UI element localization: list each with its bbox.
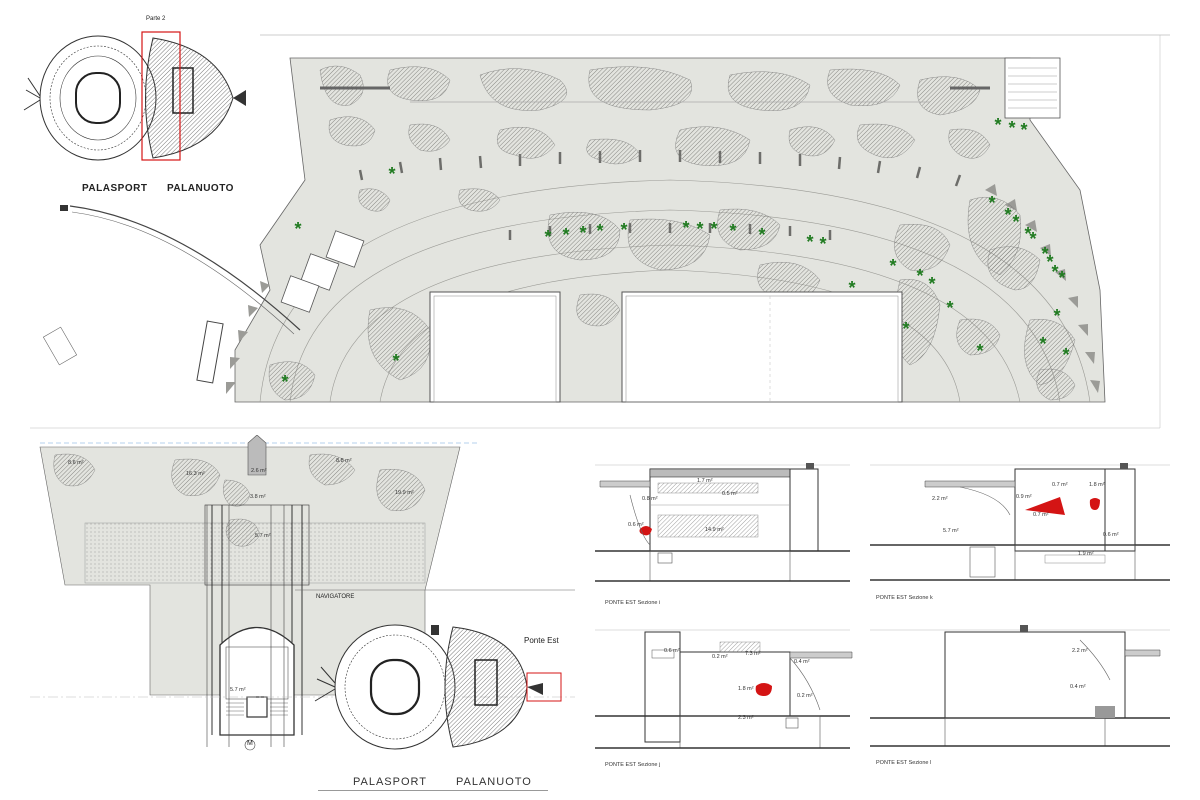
marker-asterisk: * bbox=[1012, 212, 1019, 232]
keymap-palasport-label: PALASPORT bbox=[353, 776, 428, 788]
section-k-area: 0.9 m² bbox=[1016, 494, 1032, 500]
part-2-label: Parte 2 bbox=[146, 16, 166, 22]
marker-asterisk: * bbox=[1029, 229, 1036, 249]
marker-asterisk: * bbox=[806, 232, 813, 252]
stair-tower bbox=[219, 626, 295, 736]
section-k-area: 1.8 m² bbox=[1089, 482, 1105, 488]
marker-asterisk: * bbox=[928, 274, 935, 294]
marker-asterisk: * bbox=[902, 319, 909, 339]
section-l-area: 0.4 m² bbox=[1070, 684, 1086, 690]
marker-asterisk: * bbox=[1051, 262, 1058, 282]
section-i-area: 0.8 m² bbox=[642, 496, 658, 502]
section-l bbox=[870, 625, 1170, 747]
marker-asterisk: * bbox=[579, 223, 586, 243]
marker-asterisk: * bbox=[1024, 224, 1031, 244]
section-k-area: 5.7 m² bbox=[943, 528, 959, 534]
marker-asterisk: * bbox=[729, 221, 736, 241]
section-j-area: 7.3 m² bbox=[745, 651, 761, 657]
section-k bbox=[870, 463, 1170, 581]
area-label: 16.3 m² bbox=[186, 471, 205, 477]
marker-asterisk: * bbox=[819, 234, 826, 254]
marker-asterisk: * bbox=[544, 227, 551, 247]
marker-asterisk: * bbox=[946, 298, 953, 318]
keymap-bottom bbox=[314, 624, 562, 750]
marker-asterisk: * bbox=[758, 225, 765, 245]
marker-layer: * * * * * * * * * * * * * * * * * * * * … bbox=[281, 115, 1069, 392]
section-i-area: 0.5 m² bbox=[722, 491, 738, 497]
bridge-plan bbox=[30, 435, 575, 751]
area-label: 19.9 m² bbox=[395, 490, 414, 496]
section-k-area: 1.9 m² bbox=[1078, 551, 1094, 557]
marker-asterisk: * bbox=[1039, 334, 1046, 354]
marker-asterisk: * bbox=[1020, 120, 1027, 140]
marker-asterisk: * bbox=[889, 256, 896, 276]
marker-asterisk: * bbox=[294, 219, 301, 239]
area-label: 8.8 m² bbox=[336, 458, 352, 464]
marker-asterisk: * bbox=[1062, 345, 1069, 365]
section-j-area: 0.2 m² bbox=[797, 693, 813, 699]
marker-asterisk: * bbox=[1053, 306, 1060, 326]
part-2-highlight bbox=[141, 31, 181, 161]
marker-asterisk: * bbox=[596, 221, 603, 241]
section-k-caption: PONTE EST Sezione k bbox=[876, 595, 933, 601]
ponte-est-label: Ponte Est bbox=[524, 636, 559, 645]
marker-asterisk: * bbox=[848, 278, 855, 298]
area-label: 3.8 m² bbox=[250, 494, 266, 500]
marker-asterisk: * bbox=[988, 193, 995, 213]
area-label: 2.6 m² bbox=[251, 468, 267, 474]
marker-asterisk: * bbox=[994, 115, 1001, 135]
marker-asterisk: * bbox=[1041, 244, 1048, 264]
section-j-caption: PONTE EST Sezione j bbox=[605, 762, 661, 768]
marker-asterisk: * bbox=[916, 266, 923, 286]
keymap-palanuoto-label: PALANUOTO bbox=[456, 776, 532, 788]
section-j-area: 0.2 m² bbox=[712, 654, 728, 660]
court-right bbox=[621, 291, 903, 403]
marker-asterisk: * bbox=[1004, 205, 1011, 225]
keymap-palanuoto-label: PALANUOTO bbox=[167, 183, 234, 194]
area-label: 8.6 m² bbox=[68, 460, 84, 466]
navigatore-label: NAVIGATORE bbox=[316, 594, 355, 600]
section-l-caption: PONTE EST Sezione l bbox=[876, 760, 932, 766]
court-left bbox=[429, 291, 561, 403]
section-i-caption: PONTE EST Sezione i bbox=[605, 600, 661, 606]
area-label: 5.7 m² bbox=[255, 533, 271, 539]
section-k-area: 0.7 m² bbox=[1052, 482, 1068, 488]
palanuoto-outline bbox=[145, 37, 246, 159]
palasport-outline bbox=[23, 35, 157, 161]
section-i-area: 14.9 m² bbox=[705, 527, 724, 533]
marker-asterisk: * bbox=[1058, 268, 1065, 288]
axis-label-m: M bbox=[247, 740, 253, 747]
keymap-palasport-label: PALASPORT bbox=[82, 183, 148, 194]
section-j-area: 1.8 m² bbox=[738, 686, 754, 692]
marker-asterisk: * bbox=[620, 220, 627, 240]
ponte-est-highlight bbox=[526, 672, 562, 702]
section-j-area: 0.4 m² bbox=[794, 659, 810, 665]
marker-asterisk: * bbox=[1046, 252, 1053, 272]
section-i-area: 1.7 m² bbox=[697, 478, 713, 484]
marker-asterisk: * bbox=[696, 219, 703, 239]
section-k-area: 2.2 m² bbox=[932, 496, 948, 502]
section-k-area: 0.6 m² bbox=[1103, 532, 1119, 538]
marker-asterisk: * bbox=[388, 164, 395, 184]
underline bbox=[318, 790, 548, 791]
section-j-area: 0.6 m² bbox=[664, 648, 680, 654]
section-k-area: 0.7 m² bbox=[1033, 512, 1049, 518]
section-j bbox=[595, 629, 853, 749]
area-label: 5.7 m² bbox=[230, 687, 246, 693]
marker-asterisk: * bbox=[976, 341, 983, 361]
section-j-area: 2.3 m² bbox=[738, 715, 754, 721]
marker-asterisk: * bbox=[1008, 118, 1015, 138]
marker-asterisk: * bbox=[392, 351, 399, 371]
section-l-area: 2.2 m² bbox=[1072, 648, 1088, 654]
marker-asterisk: * bbox=[562, 225, 569, 245]
marker-asterisk: * bbox=[710, 219, 717, 239]
stair-top-right bbox=[1004, 57, 1061, 119]
keymap-top bbox=[23, 31, 246, 161]
marker-asterisk: * bbox=[682, 218, 689, 238]
main-plan bbox=[30, 34, 1170, 429]
section-i-area: 0.6 m² bbox=[628, 522, 644, 528]
marker-asterisk: * bbox=[281, 372, 288, 392]
section-i bbox=[595, 463, 850, 582]
